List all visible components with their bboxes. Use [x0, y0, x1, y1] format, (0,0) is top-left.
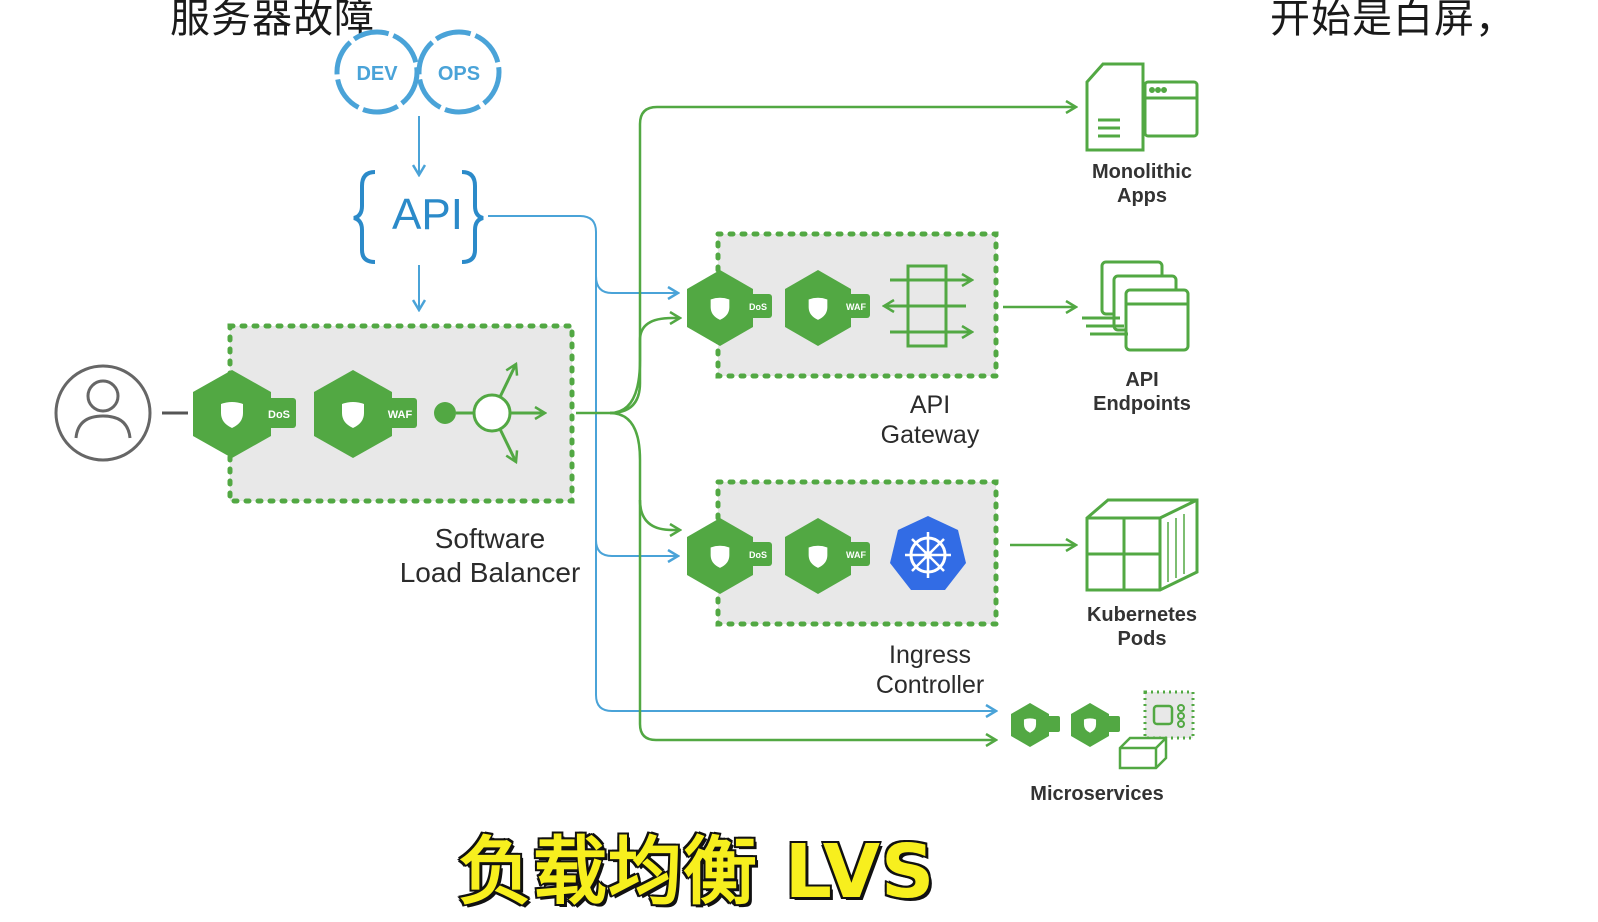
lb-waf-badge: WAF — [314, 370, 417, 458]
api-endpoints-label: API Endpoints — [1072, 368, 1212, 416]
kubernetes-pods-label: Kubernetes Pods — [1072, 603, 1212, 651]
monolithic-apps-label: Monolithic Apps — [1072, 160, 1212, 208]
microservices-label: Microservices — [1030, 783, 1164, 805]
pods-label-line1: Kubernetes — [1086, 604, 1198, 626]
api-endpoints-icon — [1082, 260, 1190, 352]
endpoints-label-line1: API — [1125, 369, 1159, 391]
ing-dos-badge: DoS — [687, 518, 772, 594]
api-label: API — [392, 190, 463, 239]
ops-label: OPS — [438, 63, 480, 85]
load-balancer-split-icon — [434, 364, 545, 462]
lb-to-ingress-line — [609, 411, 680, 530]
ingress-label-line1: Ingress — [889, 641, 971, 669]
gateway-routing-icon — [884, 264, 972, 348]
pods-label-line2: Pods — [1117, 628, 1167, 650]
load-balancer-label-line1: Software — [434, 523, 546, 554]
gw-waf-badge: WAF — [785, 270, 870, 346]
lb-to-microservices-line — [638, 500, 996, 740]
lb-dos-badge: DoS — [193, 370, 296, 458]
devops-icon: DEV OPS — [334, 29, 502, 115]
user-avatar-icon — [54, 364, 152, 462]
monolithic-apps-icon — [1085, 62, 1199, 152]
kubernetes-helm-icon — [890, 516, 966, 590]
load-balancer-label-line2: Load Balancer — [399, 556, 581, 588]
api-gateway-label-line1: API — [909, 391, 951, 419]
api-gateway-label: API Gateway — [840, 390, 1020, 450]
ing-waf-label: WAF — [846, 550, 866, 560]
api-to-gateway-line — [488, 215, 678, 293]
api-braces — [353, 170, 484, 264]
lb-waf-label: WAF — [388, 409, 413, 421]
lb-dos-label: DoS — [268, 409, 290, 421]
endpoints-label-line2: Endpoints — [1093, 393, 1191, 415]
microservices-icon — [1011, 690, 1195, 770]
lb-to-gateway-line — [609, 318, 680, 415]
ing-waf-badge: WAF — [785, 518, 870, 594]
ing-dos-label: DoS — [749, 550, 767, 560]
api-gateway-label-line2: Gateway — [880, 421, 980, 449]
monolithic-label-line1: Monolithic — [1092, 161, 1192, 183]
monolithic-label-line2: Apps — [1117, 185, 1167, 207]
api-to-microservices-line — [595, 540, 996, 711]
gw-dos-label: DoS — [749, 302, 767, 312]
gw-waf-label: WAF — [846, 302, 866, 312]
ingress-controller-label: Ingress Controller — [840, 640, 1020, 700]
subtitle-top-left: 服务器故障 — [170, 0, 375, 42]
load-balancer-label: Software Load Balancer — [380, 522, 600, 589]
kubernetes-pods-icon — [1085, 498, 1199, 592]
video-caption: 负载均衡 LVS — [456, 828, 936, 917]
dev-label: DEV — [356, 63, 398, 85]
gw-dos-badge: DoS — [687, 270, 772, 346]
ingress-label-line2: Controller — [875, 671, 985, 699]
subtitle-top-right: 开始是白屏， — [1270, 0, 1516, 42]
